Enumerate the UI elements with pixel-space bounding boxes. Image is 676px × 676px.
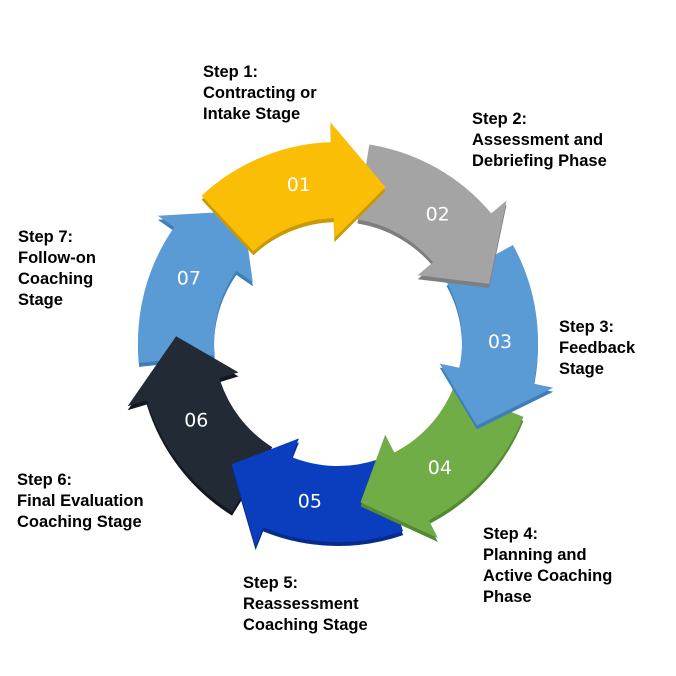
cycle-segment-02: 02 xyxy=(357,144,507,288)
step-4-label-line: Planning and xyxy=(483,546,587,564)
step-2-label-line: Debriefing Phase xyxy=(472,152,607,170)
step-7-label-line: Step 7: xyxy=(18,228,74,246)
cycle-arrow-05 xyxy=(231,438,404,546)
step-1-label-line: Intake Stage xyxy=(203,105,301,123)
step-3-label-line: Feedback xyxy=(559,339,636,357)
step-4-label-line: Step 4: xyxy=(483,525,539,543)
step-7-label-line: Stage xyxy=(18,291,63,309)
step-2-label-line: Assessment and xyxy=(472,131,604,149)
cycle-arrow-02 xyxy=(357,144,507,284)
cycle-arrow-03 xyxy=(439,245,554,426)
step-3-label: Step 3: Feedback Stage xyxy=(559,317,635,380)
step-5-label-line: Step 5: xyxy=(243,574,299,592)
step-6-label-line: Step 6: xyxy=(17,471,73,489)
step-2-label-line: Step 2: xyxy=(472,110,528,128)
step-4-label-line: Phase xyxy=(483,588,532,606)
step-1-label-line: Contracting or xyxy=(203,84,317,102)
segment-number: 02 xyxy=(426,203,450,225)
step-7-label: Step 7: Follow-on Coaching Stage xyxy=(18,227,96,311)
cycle-arrow-07 xyxy=(138,210,253,363)
segment-number: 04 xyxy=(428,457,452,479)
segment-number: 03 xyxy=(488,331,512,353)
step-6-label-line: Coaching Stage xyxy=(17,513,142,531)
cycle-arrow-01 xyxy=(201,122,386,252)
step-6-label: Step 6: Final Evaluation Coaching Stage xyxy=(17,470,144,533)
segment-number: 05 xyxy=(298,491,322,513)
cycle-segment-07: 07 xyxy=(138,210,253,367)
cycle-ring: 07 06 05 04 03 02 01 xyxy=(127,122,554,550)
cycle-segment-01: 01 xyxy=(201,122,386,256)
segment-number: 07 xyxy=(177,268,201,290)
step-3-label-line: Stage xyxy=(559,360,604,378)
step-2-label: Step 2: Assessment and Debriefing Phase xyxy=(472,109,607,172)
step-5-label-line: Reassessment xyxy=(243,595,359,613)
step-6-label-line: Final Evaluation xyxy=(17,492,144,510)
cycle-segment-03: 03 xyxy=(439,245,554,430)
segment-number: 01 xyxy=(287,174,311,196)
step-7-label-line: Follow-on xyxy=(18,249,96,267)
step-1-label: Step 1: Contracting or Intake Stage xyxy=(203,62,317,125)
step-4-label: Step 4: Planning and Active Coaching Pha… xyxy=(483,524,612,608)
step-5-label: Step 5: Reassessment Coaching Stage xyxy=(243,573,368,636)
step-5-label-line: Coaching Stage xyxy=(243,616,368,634)
cycle-segment-05: 05 xyxy=(231,438,404,550)
segment-number: 06 xyxy=(184,410,208,432)
step-4-label-line: Active Coaching xyxy=(483,567,613,585)
step-3-label-line: Step 3: xyxy=(559,318,615,336)
step-1-label-line: Step 1: xyxy=(203,63,259,81)
step-7-label-line: Coaching xyxy=(18,270,94,288)
